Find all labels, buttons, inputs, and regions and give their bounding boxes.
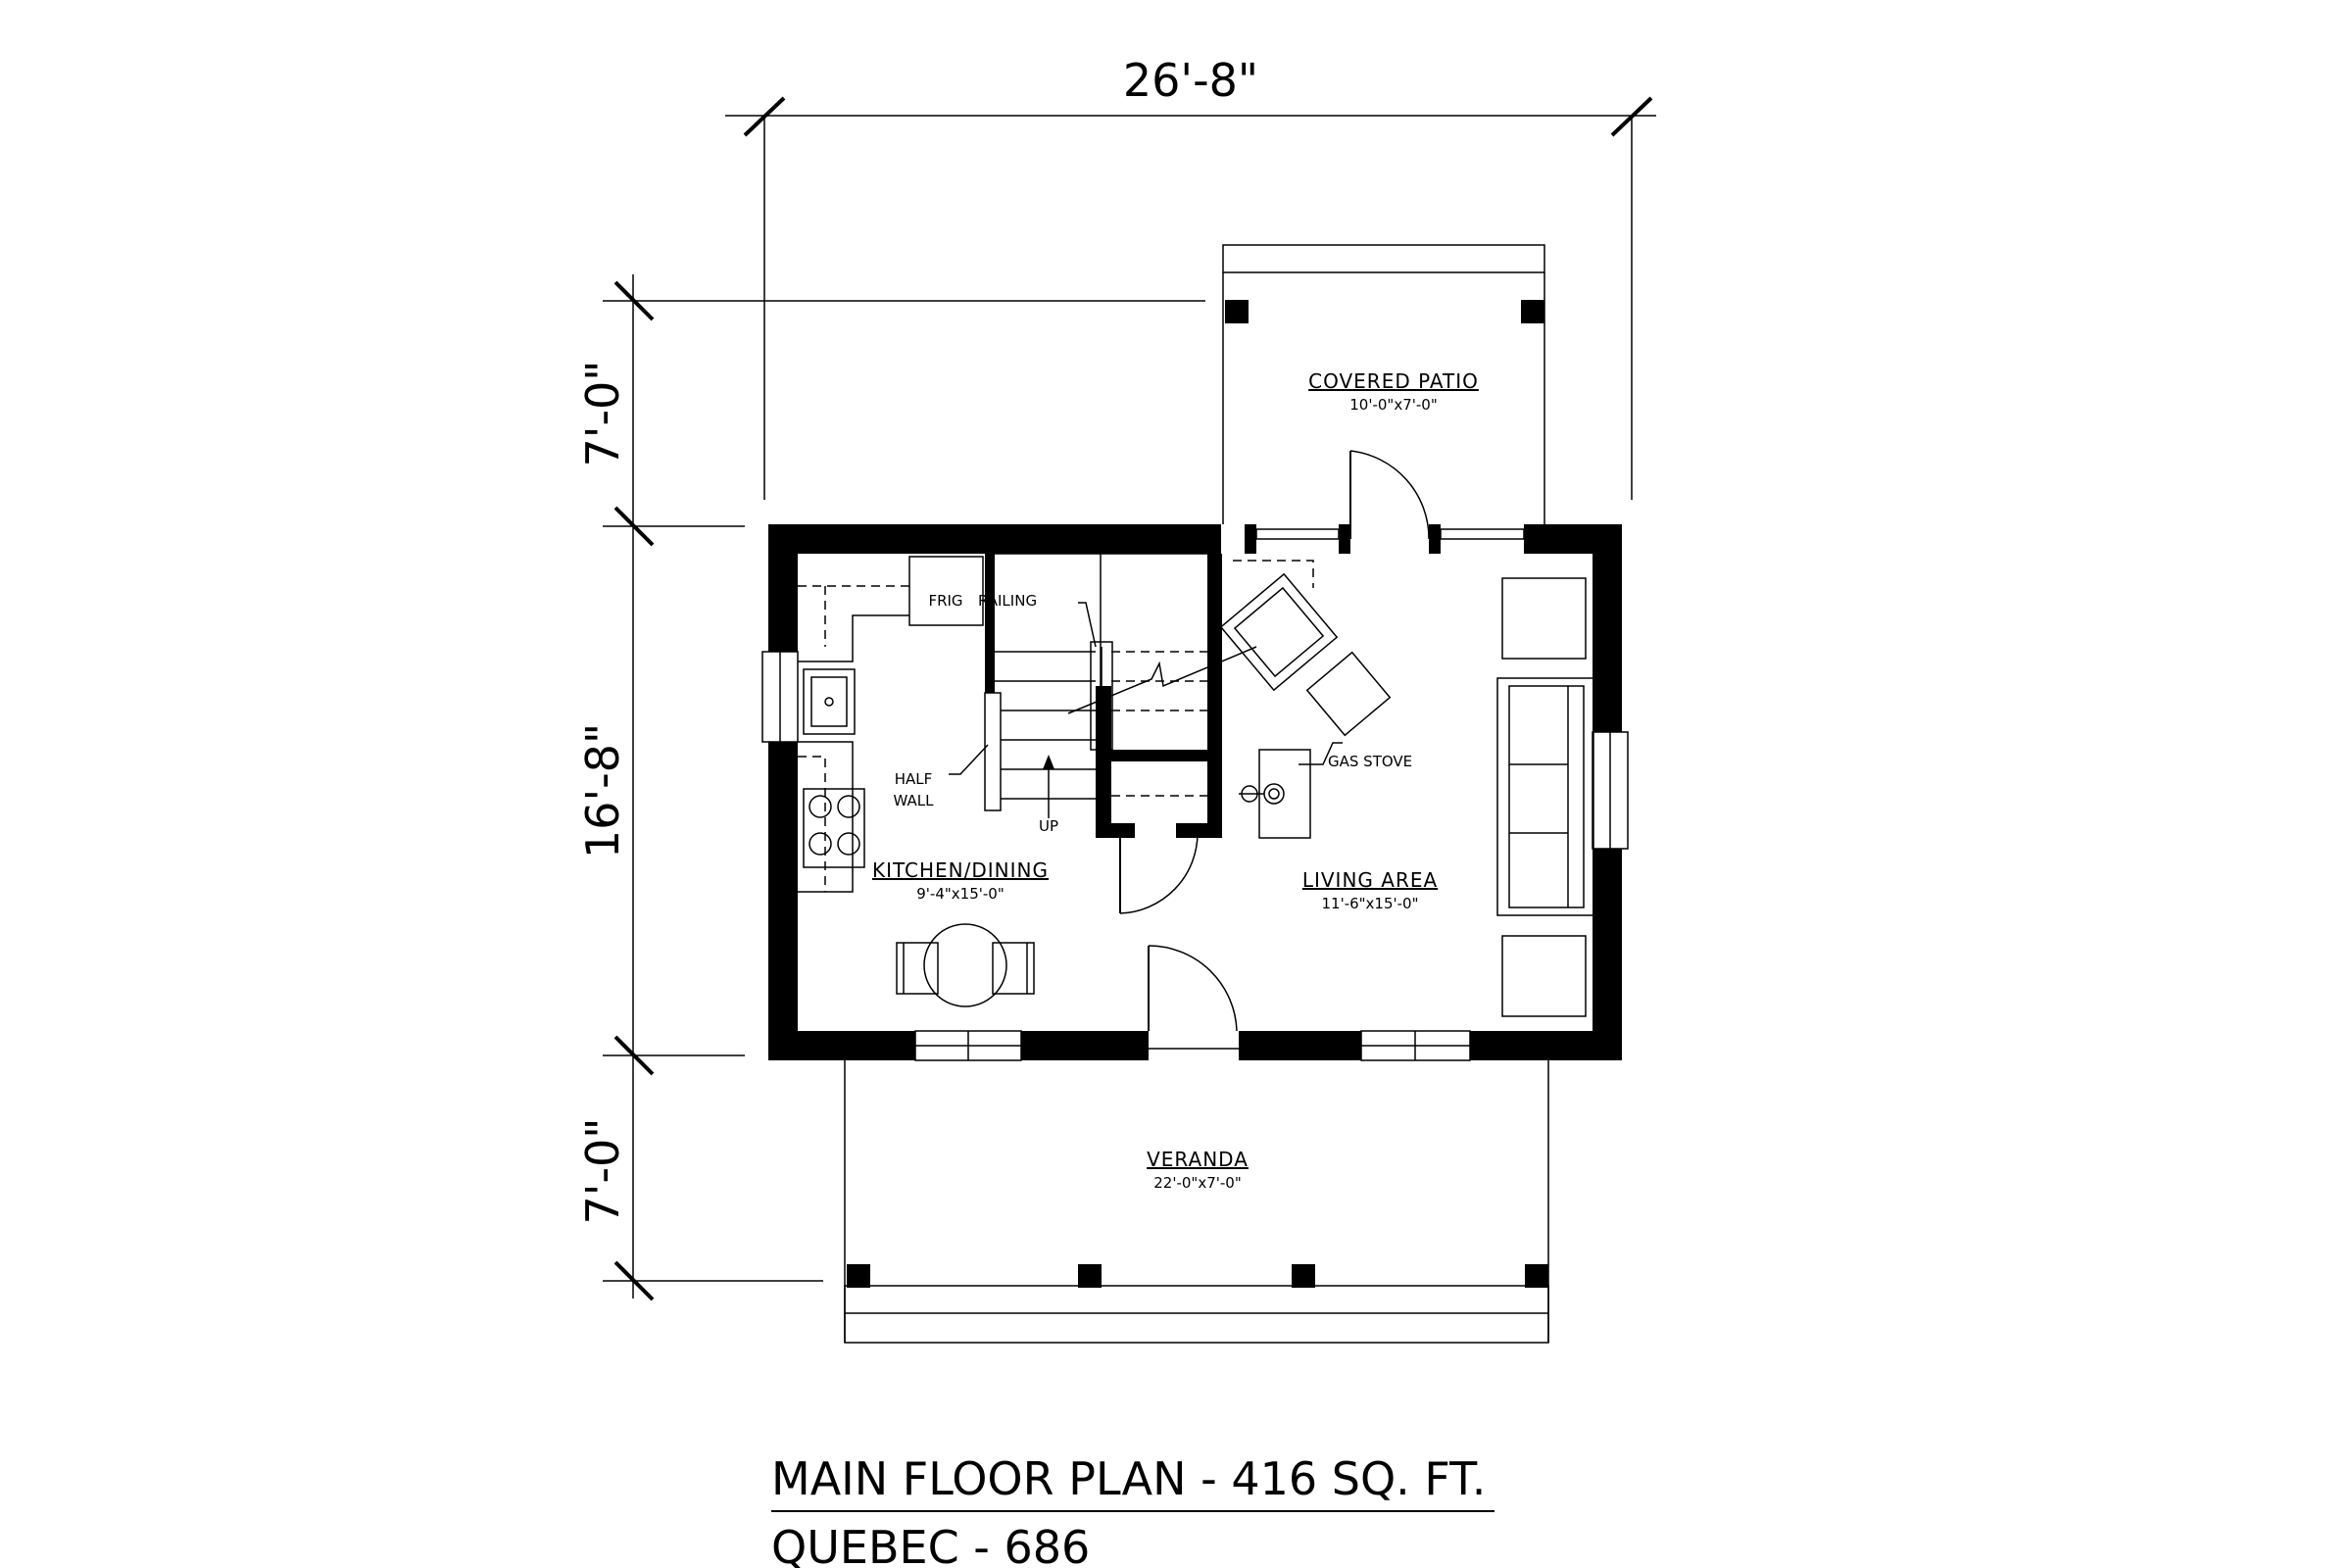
kitchen-dining-label: KITCHEN/DINING — [872, 858, 1049, 882]
gas-stove-label: GAS STOVE — [1328, 753, 1412, 770]
covered-patio — [1222, 244, 1545, 524]
dim-overall-width: 26'-8" — [1123, 54, 1258, 107]
stair-up-label: UP — [1039, 817, 1058, 835]
kitchen-fixtures — [798, 556, 1035, 1007]
kitchen-dining-size: 9'-4"x15'-0" — [916, 885, 1004, 903]
railing-label: RAILING — [978, 592, 1037, 610]
windows — [761, 528, 1629, 1061]
frig-label: FRIG — [928, 592, 962, 610]
dimension-lines — [603, 96, 1656, 1301]
veranda-size: 22'-0"x7'-0" — [1153, 1174, 1241, 1192]
dim-patio-depth: 7'-0" — [576, 361, 629, 467]
dim-veranda-depth: 7'-0" — [576, 1118, 629, 1225]
plan-subtitle: QUEBEC - 686 — [771, 1521, 1090, 1568]
veranda — [844, 1060, 1549, 1344]
veranda-label: VERANDA — [1147, 1148, 1249, 1171]
plan-title: MAIN FLOOR PLAN - 416 SQ. FT. — [771, 1452, 1486, 1505]
living-area-label: LIVING AREA — [1302, 868, 1438, 892]
doors — [1119, 450, 1430, 1032]
interior-walls — [984, 554, 1222, 838]
exterior-walls — [768, 524, 1622, 1060]
half-wall-label-line2: WALL — [894, 792, 935, 809]
living-area-size: 11'-6"x15'-0" — [1321, 895, 1418, 912]
living-furniture — [1219, 560, 1594, 1017]
dim-house-depth: 16'-8" — [576, 723, 629, 858]
half-wall-label-line1: HALF — [895, 770, 933, 788]
covered-patio-label: COVERED PATIO — [1308, 369, 1479, 393]
covered-patio-size: 10'-0"x7'-0" — [1349, 396, 1437, 414]
staircase — [949, 553, 1343, 818]
